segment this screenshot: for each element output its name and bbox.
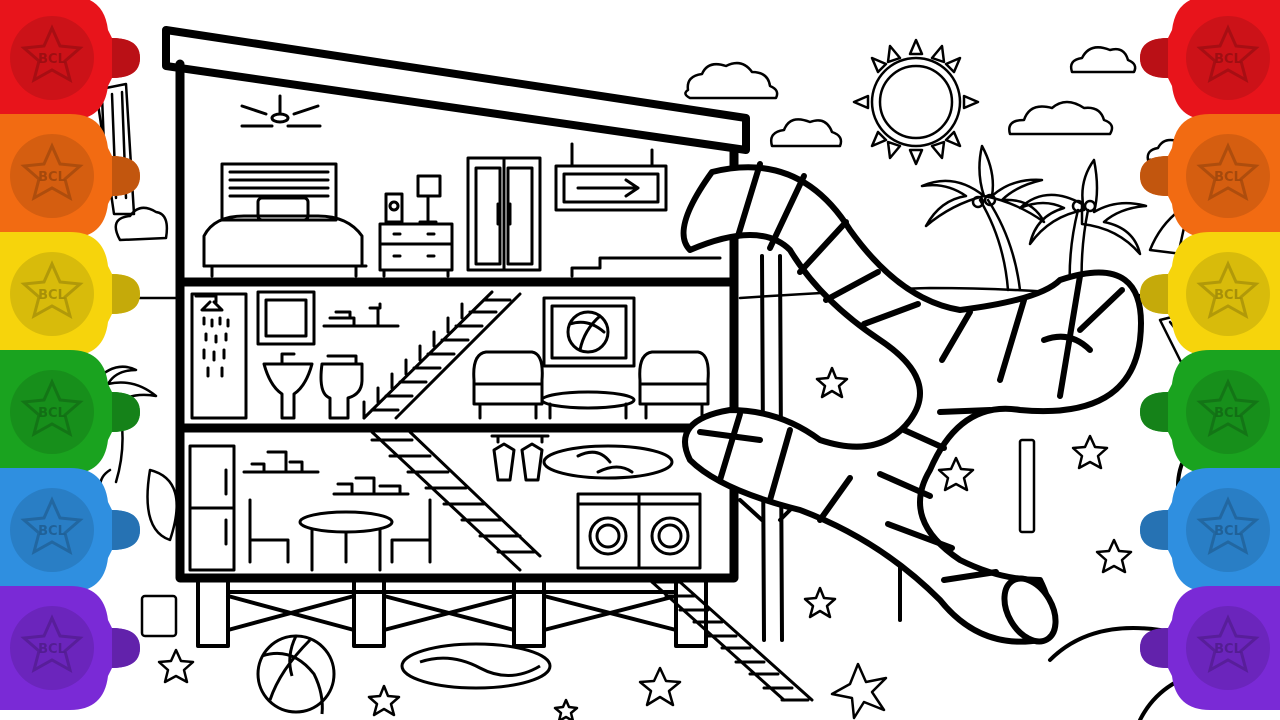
ceiling-fan-icon xyxy=(240,94,322,128)
star-icon xyxy=(157,648,195,684)
clothes-rack xyxy=(490,434,550,482)
markers-right: BCL BCL BCL BCL BCL BCL xyxy=(1140,0,1280,710)
marker-brand-label: BCL xyxy=(1214,52,1242,67)
star-icon xyxy=(638,666,682,707)
marker-brand-label: BCL xyxy=(38,406,66,421)
star-icon xyxy=(367,684,401,717)
cloud-icon xyxy=(770,118,843,148)
house xyxy=(162,26,814,702)
star-icon xyxy=(937,456,975,492)
lower-stairs xyxy=(370,430,542,572)
nightstand xyxy=(378,174,454,278)
marker-brand-label: BCL xyxy=(38,524,66,539)
inner-stairs xyxy=(362,290,522,420)
cloud-icon xyxy=(684,61,779,100)
marker-brand-label: BCL xyxy=(1214,288,1242,303)
stilts xyxy=(196,578,708,648)
marker-brand-label: BCL xyxy=(38,642,66,657)
sun-icon xyxy=(852,38,980,166)
outdoor-stairs xyxy=(650,580,814,702)
marker-4: BCL xyxy=(1140,468,1280,592)
star-icon xyxy=(803,586,837,619)
rug xyxy=(542,444,674,480)
marker-brand-label: BCL xyxy=(38,288,66,303)
cloud-icon xyxy=(1008,100,1114,136)
wardrobe xyxy=(466,156,542,272)
marker-4: BCL xyxy=(0,468,140,592)
living-room xyxy=(472,296,710,420)
kitchen xyxy=(188,444,432,572)
water-slide xyxy=(680,161,1144,645)
marker-3: BCL xyxy=(1140,350,1280,474)
beach-ball-icon xyxy=(256,634,336,715)
starfish-icon xyxy=(830,662,888,720)
star-icon xyxy=(553,698,579,720)
roof xyxy=(162,26,750,154)
sign-arrow xyxy=(554,142,668,212)
bathroom xyxy=(190,290,400,420)
walls xyxy=(175,59,739,583)
marker-5: BCL xyxy=(1140,586,1280,710)
marker-1: BCL xyxy=(0,114,140,238)
marker-2: BCL xyxy=(1140,232,1280,356)
marker-brand-label: BCL xyxy=(1214,524,1242,539)
marker-0: BCL xyxy=(0,0,140,120)
bed xyxy=(202,162,368,278)
star-icon xyxy=(815,366,849,399)
marker-brand-label: BCL xyxy=(38,170,66,185)
marker-5: BCL xyxy=(0,586,140,710)
marker-brand-label: BCL xyxy=(1214,170,1242,185)
marker-brand-label: BCL xyxy=(1214,406,1242,421)
stars xyxy=(157,366,1133,720)
arrow-right-icon xyxy=(576,178,640,198)
marker-1: BCL xyxy=(1140,114,1280,238)
laundry xyxy=(576,492,702,570)
star-icon xyxy=(1095,538,1133,574)
marker-brand-label: BCL xyxy=(1214,642,1242,657)
marker-brand-label: BCL xyxy=(38,52,66,67)
cloud-icon xyxy=(1069,46,1137,74)
markers-left: BCL BCL BCL BCL BCL BCL xyxy=(0,0,140,710)
beach-ball-icon xyxy=(566,310,610,354)
surfboard xyxy=(400,642,552,690)
marker-3: BCL xyxy=(0,350,140,474)
marker-0: BCL xyxy=(1140,0,1280,120)
top-stair-landing xyxy=(570,256,722,278)
star-icon xyxy=(1071,434,1109,470)
marker-2: BCL xyxy=(0,232,140,356)
palm-tree-icon xyxy=(920,144,1046,292)
